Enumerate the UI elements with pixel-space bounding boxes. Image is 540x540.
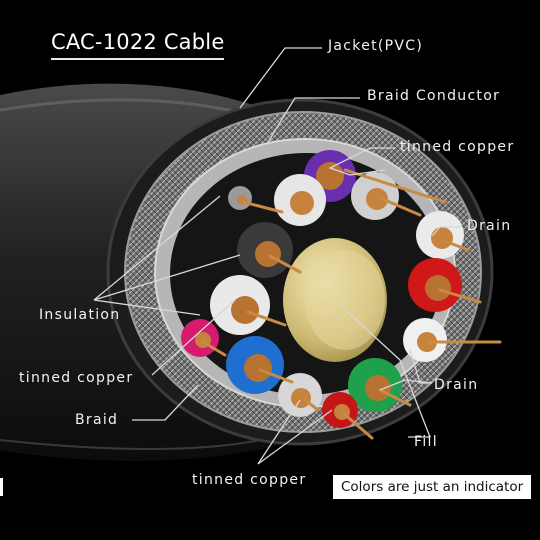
colors-indicator-note: Colors are just an indicator [333,475,531,499]
label-braid-conductor: Braid Conductor [367,88,501,104]
label-tinned-copper-bottom: tinned copper [192,472,307,488]
label-jacket: Jacket(PVC) [328,38,424,54]
label-tinned-copper-left: tinned copper [19,370,134,386]
label-drain-bottom: Drain [434,377,479,393]
callout-lines [93,47,462,465]
strand-tails [201,168,502,440]
label-tinned-copper-top: tinned copper [400,139,515,155]
conductors [181,150,464,428]
label-insulation: Insulation [39,307,121,323]
label-braid: Braid [75,412,119,428]
edge-marker [0,478,3,496]
label-fill: Fill [414,434,438,450]
fill-core [283,238,387,362]
label-drain-top: Drain [467,218,512,234]
page-title: CAC-1022 Cable [51,30,225,60]
